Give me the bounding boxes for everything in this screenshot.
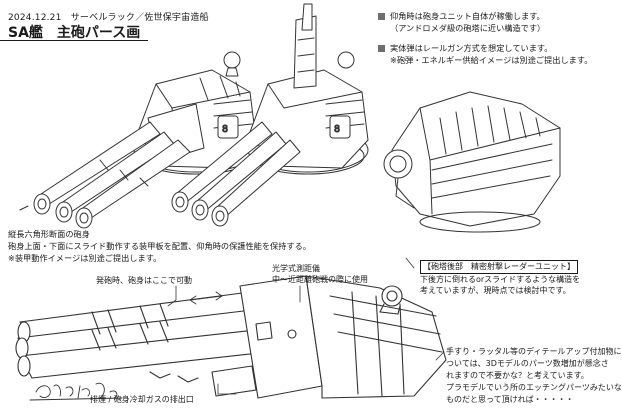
motion-arrow-icon xyxy=(189,291,223,305)
top-right-notes: 仰角時は砲身ユニット自体が稼働します。 （アンドロメダ級の砲塔に近い構造です） … xyxy=(378,10,592,66)
turret-sketch-lowered: 8 xyxy=(19,51,259,229)
sheet-header: 2024.12.21 サーベルラック／佐世保宇宙造船 xyxy=(8,10,209,23)
detail-note-line1: 手すり・ラッタル等のディテールアップ付加物に xyxy=(446,347,622,356)
rear-radar-line1: 下後方に倒れるorスライドするような構造を xyxy=(420,274,581,284)
rear-radar-line2: 考えていますが、現時点では検討中です。 xyxy=(420,286,571,295)
turret-sketch-closeup xyxy=(15,275,447,399)
rear-radar-label: 【砲塔後部 精密射撃レーダーユニット】 xyxy=(420,260,578,274)
svg-text:8: 8 xyxy=(222,124,228,135)
note-railgun-sub: ※砲弾・エネルギー供給イメージは別途ご提出します。 xyxy=(390,55,593,65)
callout-lines xyxy=(167,257,445,395)
barrel-note-line3: ※装甲動作イメージは別途ご提出します。 xyxy=(8,253,162,263)
studio-name: サーベルラック／佐世保宇宙造船 xyxy=(70,13,209,23)
date-stamp: 2024.12.21 xyxy=(8,13,62,23)
svg-text:8: 8 xyxy=(334,124,340,135)
turret-sketch-elevated: 8 xyxy=(171,3,369,227)
note-elevation: 仰角時は砲身ユニット自体が稼働します。 xyxy=(378,10,592,22)
firing-callout: 発砲時、砲身はここで可動 xyxy=(96,276,192,285)
barrel-note: 縦長六角形断面の砲身 砲身上面・下面にスライド動作する装甲板を配置、仰角時の保護… xyxy=(8,228,311,264)
optic-callout: 光学式測距儀 中～近距離砲戦の際に使用 xyxy=(272,263,368,285)
exhaust-callout: 排煙 / 砲身冷却ガスの排出口 xyxy=(90,395,194,404)
detail-note-line4: プラモデルでいう所のエッチングパーツみたいな xyxy=(446,383,622,392)
sheet-title: SA艦 主砲パース画 xyxy=(8,25,141,41)
turret-sketches: 8 8 xyxy=(15,3,561,401)
note-elevation-sub: （アンドロメダ級の砲塔に近い構造です） xyxy=(390,23,546,33)
detail-note-line5: ものだと思って頂ければ・・・・・ xyxy=(446,395,574,404)
square-bullet-icon xyxy=(378,45,385,52)
optic-callout-sub: 中～近距離砲戦の際に使用 xyxy=(272,275,368,284)
signature-scribble xyxy=(29,382,123,401)
detail-note-line3: れますので不要かな？と考えています。 xyxy=(446,371,589,380)
detail-note: 手すり・ラッタル等のディテールアップ付加物に ついては、3Dモデルのパーツ数増加… xyxy=(446,346,622,406)
rear-radar-note: 【砲塔後部 精密射撃レーダーユニット】 下後方に倒れるorスライドするような構造… xyxy=(420,260,580,297)
turret-sketch-rear xyxy=(383,91,561,233)
barrel-note-line2: 砲身上面・下面にスライド動作する装甲板を配置、仰角時の保護性能を保持する。 xyxy=(8,241,311,251)
detail-note-line2: ついては、3Dモデルのパーツ数増加が懸念さ xyxy=(446,359,609,368)
note-railgun: 実体弾はレールガン方式を想定しています。 xyxy=(378,42,592,54)
optic-callout-title: 光学式測距儀 xyxy=(272,264,320,273)
barrel-note-line1: 縦長六角形断面の砲身 xyxy=(8,229,90,239)
title-underline xyxy=(0,40,148,41)
square-bullet-icon xyxy=(378,13,385,20)
